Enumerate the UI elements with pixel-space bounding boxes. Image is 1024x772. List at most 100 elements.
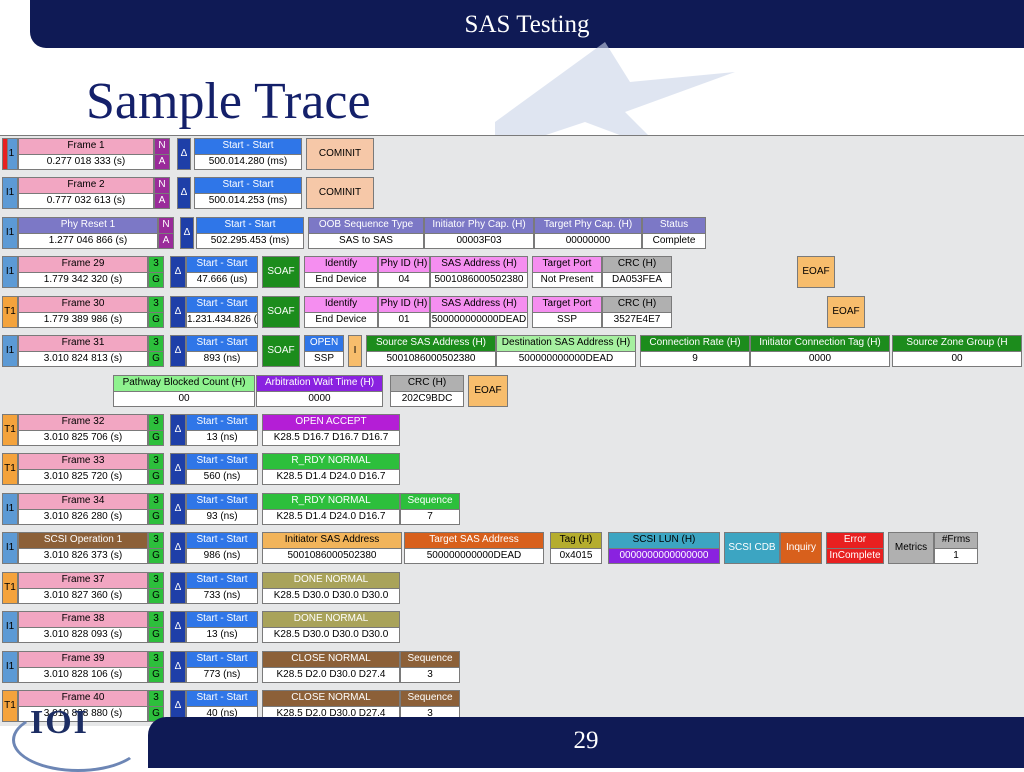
frame-label[interactable]: Frame 38 xyxy=(18,611,148,627)
flag-top: 3 xyxy=(148,296,164,312)
delta-label: Start - Start xyxy=(186,296,258,312)
sequence-field-value: 7 xyxy=(400,509,460,525)
flag-bottom: G xyxy=(148,509,164,525)
logo-text: IOI xyxy=(30,704,89,741)
sequence-field-header: Sequence xyxy=(400,493,460,509)
direction-indicator[interactable]: T1 xyxy=(2,453,18,485)
delta-icon: Δ xyxy=(170,572,186,604)
delta-value: 502.295.453 (ms) xyxy=(196,233,304,249)
delta-value: 13 (ns) xyxy=(186,430,258,446)
frame-label[interactable]: Frame 32 xyxy=(18,414,148,430)
open-frame-header: OPEN xyxy=(304,335,344,351)
frame-count-header: #Frms xyxy=(934,532,978,548)
frame-label[interactable]: Frame 39 xyxy=(18,651,148,667)
frame-timestamp: 3.010 826 280 (s) xyxy=(18,509,148,525)
direction-indicator[interactable]: I1 xyxy=(2,651,18,683)
initiator-connection-tag-header: Initiator Connection Tag (H) xyxy=(750,335,890,351)
error-value: InComplete xyxy=(826,548,884,564)
delta-label: Start - Start xyxy=(196,217,304,233)
metrics-button[interactable]: Metrics xyxy=(888,532,934,564)
soaf-primitive: SOAF xyxy=(262,296,300,328)
delta-value: 733 (ns) xyxy=(186,588,258,604)
direction-indicator[interactable]: I1 xyxy=(2,335,18,367)
direction-indicator[interactable]: I1 xyxy=(2,217,18,249)
soaf-primitive: SOAF xyxy=(262,256,300,288)
flag-bottom: G xyxy=(148,469,164,485)
delta-label: Start - Start xyxy=(186,493,258,509)
initiator-sas-address-value: 5001086000502380 xyxy=(262,548,402,564)
frame-label[interactable]: Frame 1 xyxy=(18,138,154,154)
frame-label[interactable]: Frame 34 xyxy=(18,493,148,509)
frame-timestamp: 3.010 826 373 (s) xyxy=(18,548,148,564)
delta-icon: Δ xyxy=(170,611,186,643)
identify-field-0-header: Identify xyxy=(304,296,378,312)
initiator-bit: I xyxy=(348,335,362,367)
primitive-field-value: K28.5 D1.4 D24.0 D16.7 xyxy=(262,509,400,525)
destination-sas-address-value: 500000000000DEAD xyxy=(496,351,636,367)
crc-field-value: 202C9BDC xyxy=(390,391,464,407)
phy-field-3-header: Status xyxy=(642,217,706,233)
frame-label[interactable]: Frame 31 xyxy=(18,335,148,351)
frame-label[interactable]: Frame 30 xyxy=(18,296,148,312)
identify-field-4-value: SSP xyxy=(532,312,602,328)
page-number: 29 xyxy=(573,727,599,754)
delta-value: 500.014.253 (ms) xyxy=(194,193,302,209)
flag-top: 3 xyxy=(148,532,164,548)
ioi-logo: IOI xyxy=(10,700,150,772)
target-sas-address-value: 500000000000DEAD xyxy=(404,548,544,564)
delta-icon: Δ xyxy=(170,532,186,564)
delta-icon: Δ xyxy=(170,651,186,683)
delta-value: 986 (ns) xyxy=(186,548,258,564)
primitive-field-value: K28.5 D2.0 D30.0 D27.4 xyxy=(262,667,400,683)
direction-indicator[interactable]: T1 xyxy=(2,690,18,722)
delta-label: Start - Start xyxy=(186,572,258,588)
identify-field-1-header: Phy ID (H) xyxy=(378,296,430,312)
direction-indicator[interactable]: I1 xyxy=(2,256,18,288)
arbitration-wait-value: 0000 xyxy=(256,391,383,407)
delta-value: 47.666 (us) xyxy=(186,272,258,288)
direction-indicator[interactable]: I1 xyxy=(2,611,18,643)
delta-icon: Δ xyxy=(177,177,191,209)
direction-indicator[interactable]: T1 xyxy=(2,296,18,328)
frame-label[interactable]: Frame 33 xyxy=(18,453,148,469)
identify-field-0-value: End Device xyxy=(304,312,378,328)
delta-label: Start - Start xyxy=(186,532,258,548)
tag-field-value: 0x4015 xyxy=(550,548,602,564)
delta-label: Start - Start xyxy=(186,453,258,469)
primitive-field-value: K28.5 D16.7 D16.7 D16.7 xyxy=(262,430,400,446)
frame-timestamp: 3.010 827 360 (s) xyxy=(18,588,148,604)
delta-value: 93 (ns) xyxy=(186,509,258,525)
direction-indicator[interactable]: T1 xyxy=(2,414,18,446)
sequence-field-header: Sequence xyxy=(400,690,460,706)
frame-label[interactable]: Frame 37 xyxy=(18,572,148,588)
frame-timestamp: 3.010 824 813 (s) xyxy=(18,351,148,367)
initiator-sas-address-header: Initiator SAS Address xyxy=(262,532,402,548)
flag-top: 3 xyxy=(148,493,164,509)
frame-label[interactable]: Frame 40 xyxy=(18,690,148,706)
flag-top: 3 xyxy=(148,256,164,272)
flag-bottom: G xyxy=(148,627,164,643)
primitive-field-value: K28.5 D1.4 D24.0 D16.7 xyxy=(262,469,400,485)
frame-label[interactable]: Frame 29 xyxy=(18,256,148,272)
delta-icon: Δ xyxy=(170,296,186,328)
delta-value: 773 (ns) xyxy=(186,667,258,683)
destination-sas-address-header: Destination SAS Address (H) xyxy=(496,335,636,351)
crc-field-header: CRC (H) xyxy=(390,375,464,391)
connection-rate-value: 9 xyxy=(640,351,750,367)
header-bar: SAS Testing xyxy=(30,0,1024,48)
direction-indicator[interactable]: T1 xyxy=(2,572,18,604)
flag-bottom: G xyxy=(148,430,164,446)
frame-timestamp: 3.010 828 106 (s) xyxy=(18,667,148,683)
frame-label[interactable]: Phy Reset 1 xyxy=(18,217,158,233)
direction-indicator[interactable]: I1 xyxy=(2,532,18,564)
delta-value: 13 (ns) xyxy=(186,627,258,643)
frame-label[interactable]: Frame 2 xyxy=(18,177,154,193)
soaf-primitive: SOAF xyxy=(262,335,300,367)
source-zone-group-header: Source Zone Group (H xyxy=(892,335,1022,351)
direction-indicator[interactable]: I1 xyxy=(2,177,18,209)
frame-label[interactable]: SCSI Operation 1 xyxy=(18,532,148,548)
frame-count-value: 1 xyxy=(934,548,978,564)
direction-indicator[interactable]: I1 xyxy=(2,493,18,525)
slide-title: Sample Trace xyxy=(86,73,371,130)
